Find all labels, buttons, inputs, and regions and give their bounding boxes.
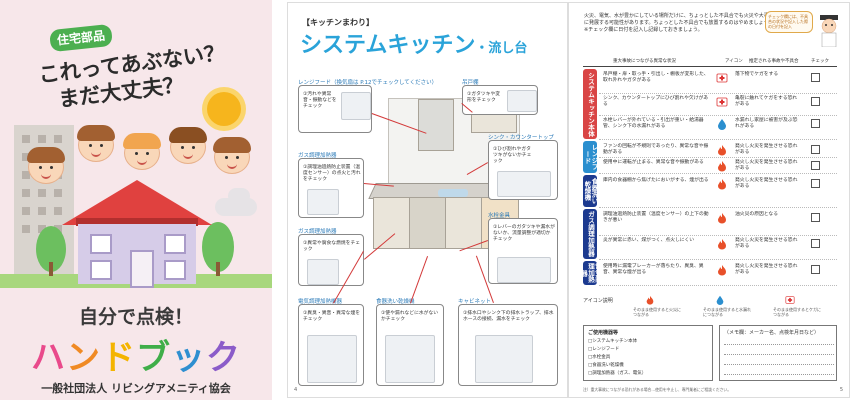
callout-dishwasher: ①使や漏れなどに水がないかチェック	[376, 304, 444, 386]
handbook-char: ド	[101, 338, 136, 378]
callout-label-dishwasher: 食器洗い乾燥機	[376, 299, 415, 305]
cover-page: 住宅部品 これってあぶない？ まだ大丈夫？	[0, 0, 272, 400]
callout-gas-cooker-2: ①異常や腐食な燃焼をチェック	[298, 234, 364, 286]
callout-label-ih-cooker: 電気調理加熱機器	[298, 299, 343, 305]
inspector-character-icon	[820, 15, 838, 47]
check-box[interactable]	[811, 239, 820, 248]
page-number-left: 4	[294, 387, 298, 393]
family-face-icon	[169, 127, 207, 164]
table-row: ファンの回転が不規則であったり、異常な音や振動がある 発火し火災を発生させる恐れ…	[599, 141, 837, 158]
callout-label-faucet: 水栓金具	[488, 213, 511, 219]
table-row: 吊戸棚・扉・取っ手・引出し・棚板が変形した、取れ外れやガタがある 落下物でケガを…	[599, 69, 837, 94]
footnote: 注）重大事故につながる恐れがある場合…使用を中止し、専門業者にご相談ください。	[583, 387, 731, 392]
cloud-icon	[228, 188, 250, 204]
check-box[interactable]	[811, 73, 820, 82]
first-aid-icon	[716, 97, 728, 107]
callout-gas-cooker: ①調理油過熱防止装置（温度センサー）の点火と汚れをチェック	[298, 158, 364, 218]
handbook-char: ン	[66, 338, 101, 378]
table-row: 使用時に漏電ブレーカーが落ちたり、異臭、異音、異常な煙が出る 発火し火災を発生さ…	[599, 261, 837, 286]
callout-range-hood: ①汚れや異常音・振動などをチェック	[298, 85, 372, 133]
category-gas-cooker: ガス調理加熱器	[583, 209, 597, 259]
category-ih-cooker: 電気調理加熱器	[580, 261, 602, 285]
callout-label-cabinet: キャビネット	[458, 299, 492, 305]
water-icon	[716, 295, 724, 305]
icon-legend: アイコン説明 そのまま使用すると火災につながる そのまま使用すると水漏れにつなが…	[583, 295, 837, 321]
fire-icon	[718, 239, 726, 250]
fire-icon	[718, 265, 726, 276]
check-box[interactable]	[811, 97, 820, 106]
callout-label-range-hood: レンジフード（換気扇は P.12でチェックしてください）	[298, 80, 438, 86]
page-number-right: 5	[839, 387, 843, 393]
speech-bubble: チェック欄には、不具合の状況や記入した際の日付を記入	[765, 11, 813, 33]
memo-box[interactable]: （メモ欄：メーカー名、点検年月日など）	[719, 325, 837, 381]
callout-ih-cooker: ①異臭・異音・異常な煙をチェック	[298, 304, 364, 386]
fire-icon	[718, 179, 726, 190]
callout-label-gas-cooker: ガス調理加熱器	[298, 153, 337, 159]
check-box[interactable]	[811, 119, 820, 128]
family-face-icon	[123, 133, 161, 170]
first-aid-icon	[716, 73, 728, 83]
fire-icon	[718, 161, 726, 172]
family-face-icon	[77, 125, 115, 162]
callout-faucet: ①レバーのガタツキや漏水がないか、流量調整が適切かチェック	[488, 218, 558, 284]
handbook-char: ハ	[31, 338, 66, 378]
handbook-char: ッ	[171, 338, 206, 378]
fire-icon	[646, 295, 654, 305]
cover-badge: 住宅部品	[49, 23, 113, 53]
house-roof	[62, 180, 212, 225]
category-range-hood: レンジフード	[583, 141, 598, 173]
cover-title-handbook: ハンドブック	[0, 330, 272, 379]
callout-label-sink: シンク・カウンタートップ	[488, 135, 554, 141]
table-row: 使用中に運転が止まる、異常な音や振動がある 発火し火災を発生させる恐れがある	[599, 157, 837, 174]
family-face-icon	[27, 147, 65, 184]
callout-wall-cabinet: ①ガタツキや変形をチェック	[462, 85, 538, 115]
family-face-icon	[213, 137, 251, 174]
fire-icon	[718, 213, 726, 224]
fire-icon	[718, 145, 726, 156]
sun-icon	[207, 92, 241, 126]
check-box[interactable]	[811, 161, 820, 170]
table-row: シンク、カウンタートップにひび割れや欠けがある 亀裂に触れてケガをする恐れがある	[599, 93, 837, 116]
callout-label-gas-cooker-2: ガス調理加熱器	[298, 229, 337, 235]
table-row: 水栓レバーが外れている・引出が重い・給湯器管、シンク下の水漏れがある 水漏れし家…	[599, 115, 837, 140]
check-box[interactable]	[811, 145, 820, 154]
intro-text: 火災、電気、水が豊かにしている場所だけに、ちょっとした不具合でも火災や大事故に発…	[584, 13, 774, 33]
check-box[interactable]	[811, 213, 820, 222]
house-illustration	[78, 224, 196, 288]
table-header: 重大事故につながる異常な状況 アイコン 推定される事故や不具合 チェック	[613, 59, 829, 64]
handbook-char: ク	[206, 338, 241, 378]
inner-spread: 【キッチンまわり】 システムキッチン・流し台 レンジフード（換気扇は P.12で…	[287, 2, 850, 398]
first-aid-icon	[785, 296, 795, 304]
publisher: 一般社団法人 リビングアメニティ協会	[41, 382, 231, 395]
callout-sink: ①ひび割れやガタツキがないかチェック	[488, 140, 558, 200]
table-row: 炎が異常に赤い、煤がつく、点火しにくい 発火し火災を発生させる恐れがある	[599, 235, 837, 260]
category-dishwasher: 食器洗い乾燥機	[583, 175, 598, 207]
equipment-checklist: ご使用機器等 □システムキッチン本体 □レンジフード □水栓金具 □食器洗い乾燥…	[583, 325, 713, 381]
check-box[interactable]	[811, 265, 820, 274]
table-row: 庫内の食器棚から焦げたにおいがする、煙が出る 発火し火災を発生させる恐れがある	[599, 175, 837, 208]
category-kitchen-body: システムキッチン本体	[583, 69, 597, 139]
section-kicker: 【キッチンまわり】	[302, 18, 374, 27]
water-icon	[718, 119, 726, 130]
cover-title-line1: 自分で点検！	[78, 306, 193, 328]
right-page: 火災、電気、水が豊かにしている場所だけに、ちょっとした不具合でも火災や大事故に発…	[568, 2, 850, 398]
callout-label-wall-cabinet: 吊戸棚	[462, 80, 479, 86]
handbook-char: ブ	[136, 338, 171, 378]
check-box[interactable]	[811, 179, 820, 188]
page-title: システムキッチン・流し台	[300, 33, 528, 58]
table-row: 調理油過熱防止装置（温度センサー）の上下の動きが悪い 油火災の原因となる	[599, 209, 837, 236]
callout-cabinet: ①排水口やシンク下の排水トラップ、排水ホースの接続、漏水をチェック	[458, 304, 558, 386]
left-page: 【キッチンまわり】 システムキッチン・流し台 レンジフード（換気扇は P.12で…	[287, 2, 568, 398]
